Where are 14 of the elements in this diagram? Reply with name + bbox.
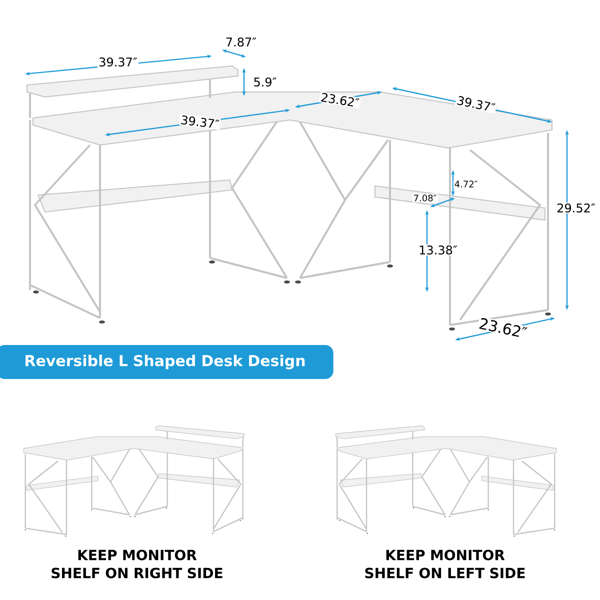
caption: KEEP MONITOR SHELF ON RIGHT SIDE (52, 550, 222, 578)
title-banner: Reversible L Shaped Desk Design (0, 345, 334, 379)
dimension-label: 7.87″ (224, 36, 258, 48)
dimension-label: 13.38″ (418, 244, 458, 256)
dimension-label: 5.9″ (252, 76, 278, 88)
dimension-label: 39.37″ (98, 56, 138, 68)
dimension-label: 7.08″ (412, 194, 438, 202)
dimension-label: 23.62″ (476, 316, 530, 340)
dimension-label: 39.37″ (179, 114, 221, 130)
dimension-label: 23.62″ (318, 91, 362, 109)
dimension-label: 4.72″ (453, 180, 479, 188)
caption: KEEP MONITOR SHELF ON LEFT SIDE (365, 550, 525, 578)
dimension-label: 29.52″ (556, 202, 596, 214)
dimension-label: 39.37″ (454, 94, 498, 114)
